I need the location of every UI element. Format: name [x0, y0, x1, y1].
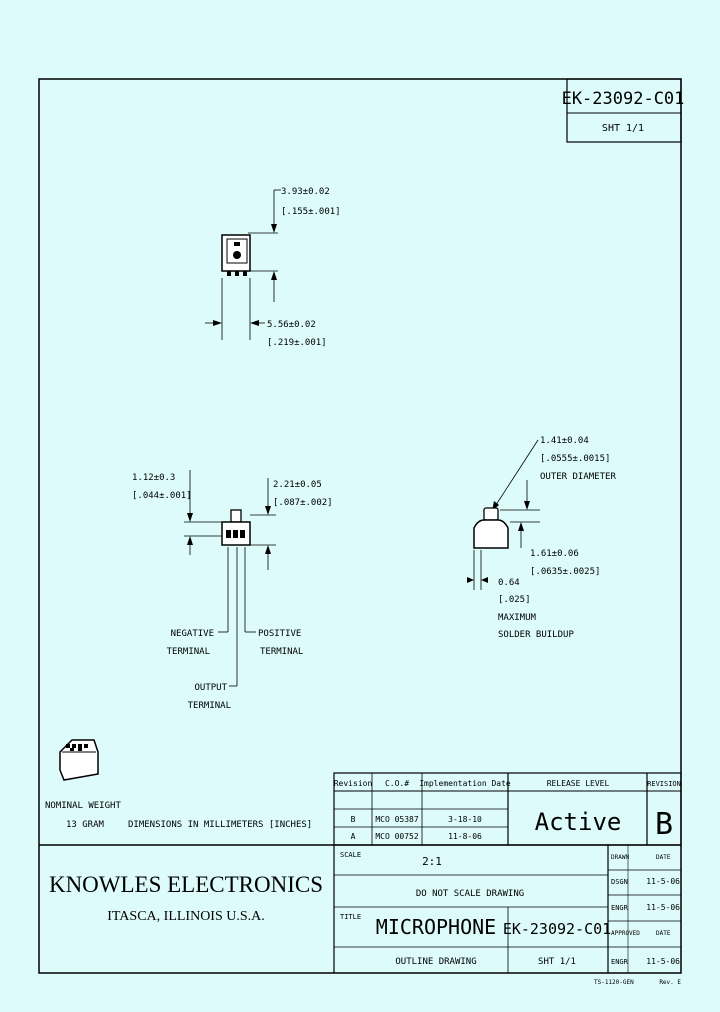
rev-header-revision: Revision [334, 779, 373, 788]
revision-table: Revision C.O.# Implementation Date B MCO… [333, 772, 682, 846]
footer-form-number: TS-1120-GEN [594, 979, 634, 986]
drawing-title: MICROPHONE [376, 915, 496, 939]
port-dim-solder-in: [.025] [498, 595, 531, 605]
rev-row1-co: MCO 05387 [375, 815, 419, 824]
sign-approved-role: APPROVED [611, 930, 640, 937]
drawing-number-box: EK-23092-C01 SHT 1/1 [562, 78, 685, 143]
sign-engr2-date: 11-5-06 [646, 957, 680, 966]
side-dim-left: 1.12±0.3 [132, 473, 175, 483]
sign-engr-role: ENGR [611, 904, 629, 912]
revision-label: REVISION [647, 780, 681, 788]
dimensions-note: DIMENSIONS IN MILLIMETERS [INCHES] [128, 820, 312, 830]
top-dim-width-in: [.219±.001] [267, 338, 327, 348]
port-dim-lower-in: [.0635±.0025] [530, 567, 600, 577]
negative-terminal-line1: NEGATIVE [171, 629, 214, 639]
weight-value: 13 GRAM [66, 820, 105, 830]
port-solder-note-line2: SOLDER BUILDUP [498, 630, 574, 640]
sheet-number: SHT 1/1 [602, 123, 644, 134]
port-dim-solder: 0.64 [498, 578, 520, 588]
top-dim-height: 3.93±0.02 [281, 187, 330, 197]
output-terminal-line1: OUTPUT [194, 683, 227, 693]
sign-engr-date: 11-5-06 [646, 903, 680, 912]
revision-value: B [655, 807, 673, 842]
side-dim-right: 2.21±0.05 [273, 480, 322, 490]
company-name: KNOWLES ELECTRONICS [49, 872, 323, 897]
microphone-iso-icon [59, 739, 99, 781]
drawing-subtitle: OUTLINE DRAWING [395, 957, 476, 967]
sheet-border [38, 78, 682, 974]
port-dim-lower: 1.61±0.06 [530, 549, 579, 559]
top-view-port [233, 251, 241, 259]
footer-rev: Rev. E [659, 979, 681, 986]
title-label: TITLE [340, 913, 361, 921]
rev-row1-date: 3-18-10 [448, 815, 482, 824]
positive-terminal-line1: POSITIVE [258, 629, 301, 639]
side-dim-left-in: [.044±.001] [132, 491, 192, 501]
rev-row2-rev: A [351, 832, 356, 841]
drawing-number: EK-23092-C01 [562, 89, 685, 109]
side-dim-right-in: [.087±.002] [273, 498, 333, 508]
title-block: KNOWLES ELECTRONICS ITASCA, ILLINOIS U.S… [39, 844, 681, 973]
sign-block: DRAWN DATE DSGN 11-5-06 ENGR 11-5-06 APP… [608, 845, 681, 973]
port-dim-outer: 1.41±0.04 [540, 436, 589, 446]
sign-dsgn-date: 11-5-06 [646, 877, 680, 886]
release-level-value: Active [535, 808, 622, 836]
rev-row2-date: 11-8-06 [448, 832, 482, 841]
sign-approved-date-label: DATE [656, 930, 671, 937]
side-view: 1.12±0.3 [.044±.001] 2.21±0.05 [.087±.00… [132, 470, 333, 711]
port-detail-view: 1.41±0.04 [.0555±.0015] OUTER DIAMETER 1… [467, 436, 616, 640]
sign-drawn-date-label: DATE [656, 854, 671, 861]
sign-dsgn-role: DSGN [611, 878, 628, 886]
top-view: 3.93±0.02 [.155±.001] 5.56±0.02 [.219±.0… [205, 187, 341, 348]
title-sheet: SHT 1/1 [538, 957, 576, 967]
release-level-label: RELEASE LEVEL [547, 779, 610, 788]
rev-header-co: C.O.# [385, 779, 409, 788]
title-drawing-number: EK-23092-C01 [503, 920, 611, 938]
positive-terminal-line2: TERMINAL [260, 647, 303, 657]
scale-value: 2:1 [422, 855, 442, 868]
rev-row1-rev: B [351, 815, 356, 824]
port-solder-note-line1: MAXIMUM [498, 613, 537, 623]
sign-engr2-role: ENGR [611, 958, 629, 966]
rev-row2-co: MCO 00752 [375, 832, 419, 841]
output-terminal-line2: TERMINAL [188, 701, 231, 711]
top-dim-width: 5.56±0.02 [267, 320, 316, 330]
sign-drawn-role: DRAWN [611, 854, 629, 861]
weight-label: NOMINAL WEIGHT [45, 801, 121, 811]
scale-label: SCALE [340, 851, 361, 859]
rev-header-date: Implementation Date [419, 779, 511, 788]
port-dim-outer-in: [.0555±.0015] [540, 454, 610, 464]
port-dim-outer-label: OUTER DIAMETER [540, 472, 616, 482]
company-address: ITASCA, ILLINOIS U.S.A. [107, 909, 265, 924]
side-view-port [230, 509, 242, 523]
negative-terminal-line2: TERMINAL [167, 647, 210, 657]
top-dim-height-in: [.155±.001] [281, 207, 341, 217]
do-not-scale: DO NOT SCALE DRAWING [416, 889, 524, 899]
